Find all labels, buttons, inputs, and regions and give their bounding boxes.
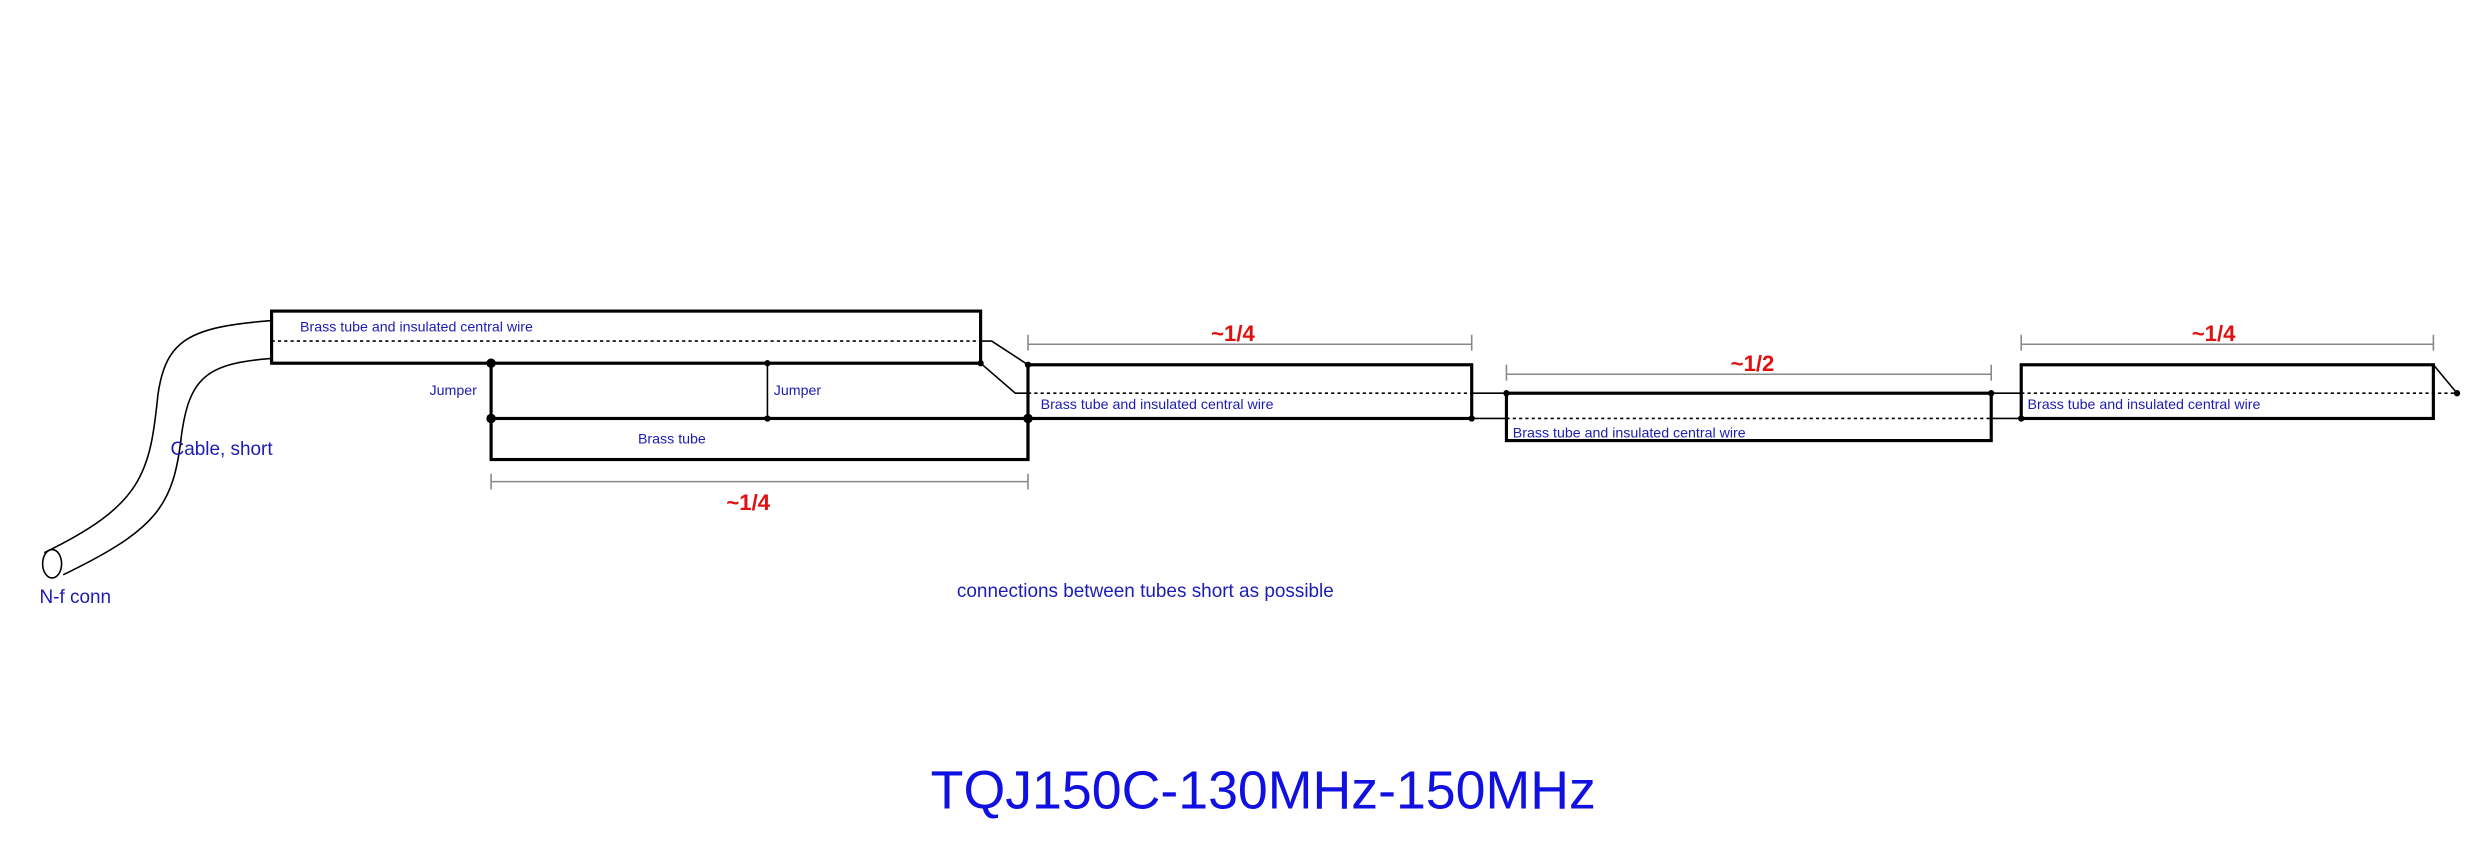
- tube-1-label: Brass tube and insulated central wire: [300, 320, 533, 336]
- tube-4: [2018, 363, 2461, 422]
- tube-1: [270, 309, 1029, 394]
- dimension-section-3: ~1/2: [1731, 351, 1775, 376]
- brass-tube-label: Brass tube: [638, 432, 706, 448]
- tube-3: [1503, 390, 1995, 443]
- dimension-section-2: ~1/4: [1211, 321, 1255, 346]
- tube-4-label: Brass tube and insulated central wire: [2028, 397, 2261, 413]
- tube-2-label: Brass tube and insulated central wire: [1041, 397, 1274, 413]
- jumper-label-1: Jumper: [430, 383, 478, 399]
- brass-tube: [486, 358, 1033, 462]
- dimension-lower-tube: ~1/4: [726, 490, 770, 515]
- tube-3-label: Brass tube and insulated central wire: [1513, 425, 1746, 441]
- connector-icon: [41, 548, 63, 579]
- tube-2: [1024, 361, 1475, 460]
- note-label: connections between tubes short as possi…: [957, 581, 1334, 602]
- jumper-label-2: Jumper: [774, 383, 822, 399]
- coax-cable: [41, 319, 272, 579]
- dimension-section-4: ~1/4: [2192, 321, 2236, 346]
- cable-label: Cable, short: [171, 439, 274, 460]
- dimension-lines: [490, 334, 2435, 490]
- connector-label: N-f conn: [39, 587, 111, 608]
- diagram-title: TQJ150C-130MHz-150MHz: [931, 761, 1596, 821]
